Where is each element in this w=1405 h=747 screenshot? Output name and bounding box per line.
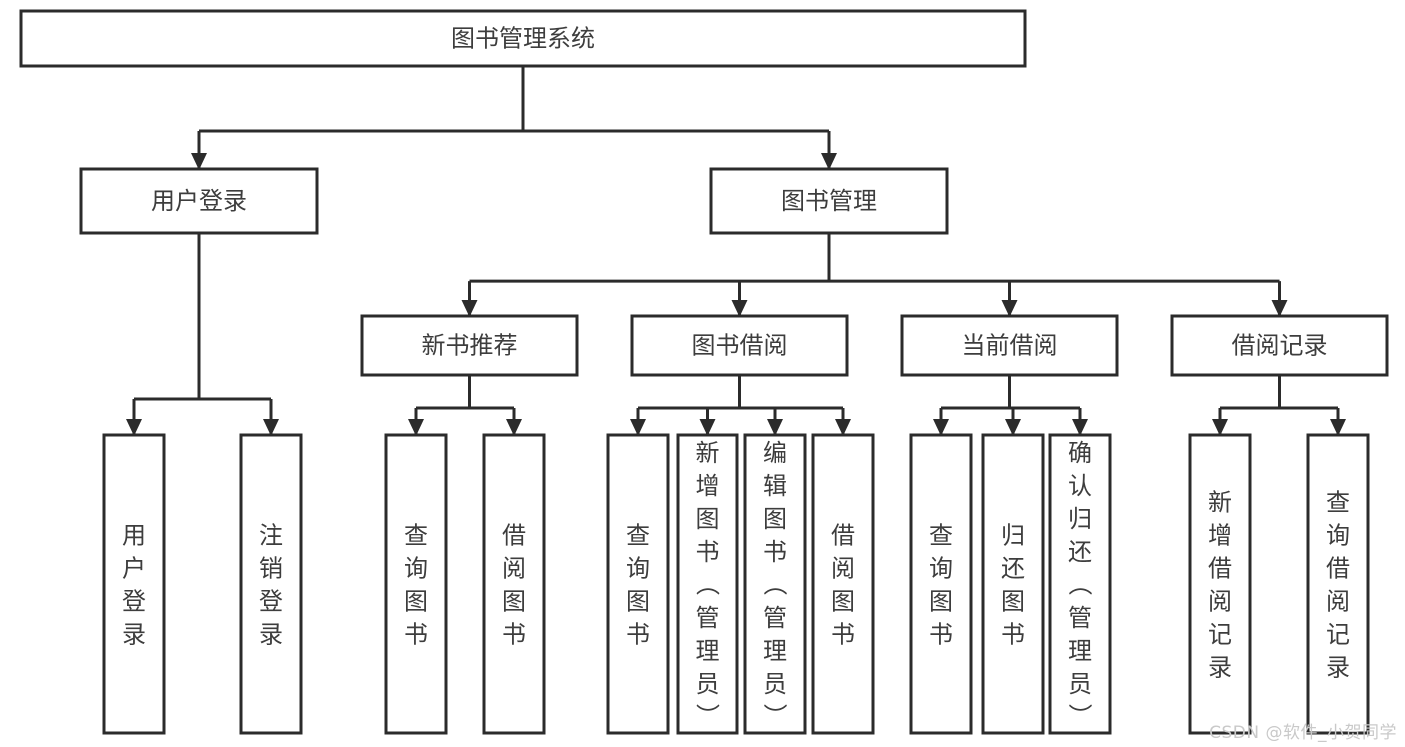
node-label: 确认归还（管理员） [1068,439,1092,731]
node-borrow-records[interactable]: 借阅记录 [1170,314,1389,377]
node-leaf-confirm-return[interactable]: 确认归还（管理员） [1048,433,1112,735]
node-label: 注销登录 [259,522,283,649]
node-label: 查询借阅记录 [1326,489,1350,682]
nodes-layer: 图书管理系统用户登录图书管理新书推荐图书借阅当前借阅借阅记录用户登录注销登录查询… [19,9,1389,735]
node-label: 当前借阅 [962,332,1058,360]
node-label: 查询图书 [929,522,953,649]
node-leaf-add-borrow-record[interactable]: 新增借阅记录 [1188,433,1252,735]
node-root[interactable]: 图书管理系统 [19,9,1027,68]
node-leaf-query-book-2[interactable]: 查询图书 [606,433,670,735]
node-label: 图书管理 [781,187,877,215]
node-label: 借阅图书 [502,522,526,649]
node-label: 查询图书 [404,522,428,649]
node-label: 编辑图书（管理员） [763,439,787,731]
node-leaf-borrow-book-1[interactable]: 借阅图书 [482,433,546,735]
node-leaf-borrow-book-2[interactable]: 借阅图书 [811,433,875,735]
node-leaf-user-login[interactable]: 用户登录 [102,433,166,735]
node-new-book-recommend[interactable]: 新书推荐 [360,314,579,377]
node-label: 新增借阅记录 [1208,489,1232,682]
node-leaf-add-book[interactable]: 新增图书（管理员） [676,433,739,735]
node-label: 用户登录 [151,187,247,215]
node-user-login[interactable]: 用户登录 [79,167,319,235]
node-leaf-user-logout[interactable]: 注销登录 [239,433,303,735]
node-leaf-query-book-1[interactable]: 查询图书 [384,433,448,735]
node-leaf-query-borrow-record[interactable]: 查询借阅记录 [1306,433,1370,735]
node-label: 借阅图书 [831,522,855,649]
node-leaf-query-book-3[interactable]: 查询图书 [909,433,973,735]
node-label: 图书管理系统 [451,25,595,53]
node-leaf-edit-book[interactable]: 编辑图书（管理员） [743,433,807,735]
connectors-layer [126,66,1346,436]
node-leaf-return-book[interactable]: 归还图书 [981,433,1045,735]
node-label: 归还图书 [1001,522,1025,649]
watermark-label: CSDN @软件_小贺同学 [1209,723,1397,743]
node-label: 查询图书 [626,522,650,649]
node-current-borrow[interactable]: 当前借阅 [900,314,1119,377]
node-label: 新书推荐 [422,332,518,360]
node-label: 新增图书（管理员） [696,439,720,731]
node-label: 借阅记录 [1232,332,1328,360]
node-label: 图书借阅 [692,332,788,360]
node-label: 用户登录 [122,522,146,649]
node-book-management[interactable]: 图书管理 [709,167,949,235]
node-book-borrow[interactable]: 图书借阅 [630,314,849,377]
